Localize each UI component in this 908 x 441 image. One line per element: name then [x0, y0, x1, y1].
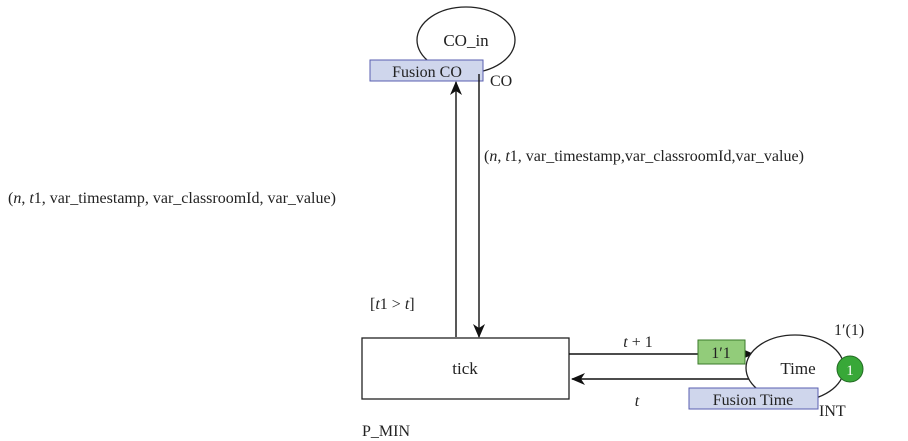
arc-time-to-tick-inscription: t: [635, 393, 640, 410]
marking-box-label: 1′1: [711, 345, 731, 362]
initial-marking: 1′(1): [834, 322, 864, 339]
place-time-name: Time: [780, 359, 815, 378]
fusion-co-tag: Fusion CO: [369, 59, 484, 82]
arc-tick-to-time-inscription: t + 1: [623, 334, 652, 351]
place-co-in[interactable]: CO_in: [416, 6, 516, 74]
fusion-time-label: Fusion Time: [713, 392, 793, 409]
arc-tick-to-co-in-inscription: (n, t1, var_timestamp, var_classroomId, …: [8, 190, 336, 207]
marking-box[interactable]: 1′1: [697, 339, 746, 365]
token-count[interactable]: 1: [836, 355, 864, 383]
fusion-co-label: Fusion CO: [392, 64, 462, 81]
arc-co-in-to-tick-inscription: (n, t1, var_timestamp,var_classroomId,va…: [484, 148, 804, 165]
transition-guard: [t1 > t]: [370, 296, 415, 313]
fusion-time-tag: Fusion Time: [688, 387, 819, 410]
place-time-colorset: INT: [819, 403, 846, 420]
place-co-in-colorset: CO: [490, 73, 512, 90]
place-co-in-name: CO_in: [443, 31, 489, 50]
transition-priority: P_MIN: [362, 423, 410, 440]
transition-tick-name: tick: [452, 359, 478, 378]
token-count-value: 1: [846, 363, 854, 379]
transition-tick[interactable]: tick: [361, 337, 570, 400]
